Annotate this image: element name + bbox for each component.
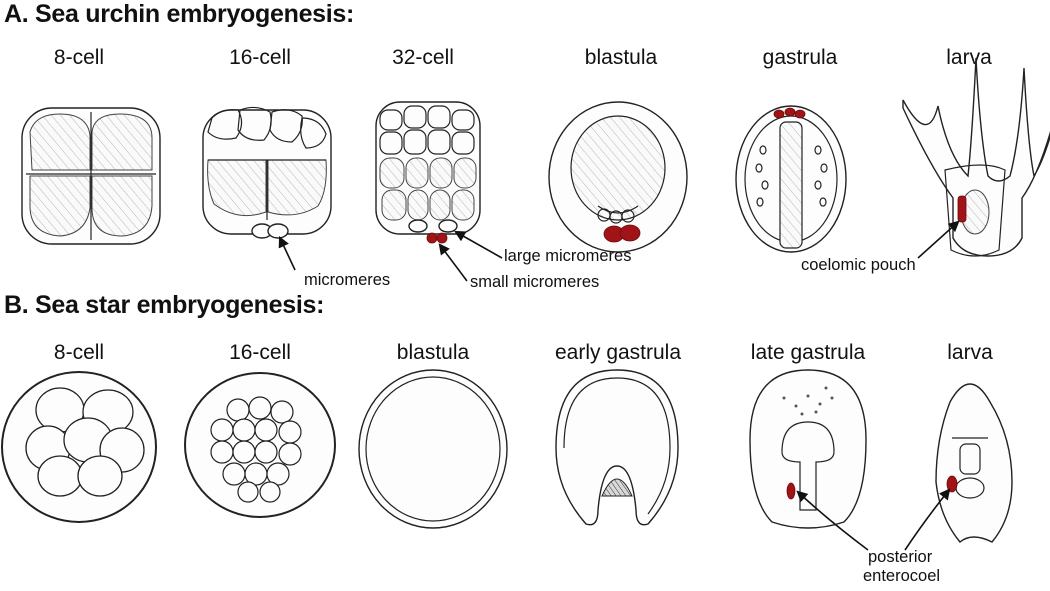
label-large-micromeres: large micromeres	[504, 247, 632, 265]
section-a-title: A. Sea urchin embryogenesis:	[4, 0, 355, 28]
micromeres-arrow	[278, 235, 296, 271]
urchin-blastula-drawing	[548, 101, 688, 253]
stage-label-b-8cell: 8-cell	[53, 341, 105, 364]
large-micromeres-arrow	[454, 230, 503, 259]
label-enterocoel: enterocoel	[863, 567, 941, 585]
section-b-title: B. Sea star embryogenesis:	[4, 291, 325, 319]
star-early-gastrula-drawing	[555, 369, 679, 526]
urchin-gastrula-drawing	[735, 105, 847, 253]
urchin-32cell-drawing	[375, 101, 481, 244]
urchin-larva-drawing	[902, 57, 1050, 257]
label-small-micromeres: small micromeres	[470, 273, 600, 291]
stage-label-b-early-gastrula: early gastrula	[554, 341, 682, 364]
small-micromeres-arrow	[438, 243, 468, 282]
stage-label-a-larva: larva	[946, 46, 992, 69]
star-16cell-drawing	[184, 372, 336, 518]
stage-label-a-gastrula: gastrula	[762, 46, 838, 69]
posterior-enterocoel-arrow-1	[796, 490, 869, 551]
star-late-gastrula-drawing	[749, 369, 867, 529]
stage-label-b-late-gastrula: late gastrula	[750, 341, 866, 364]
label-micromeres: micromeres	[304, 271, 391, 289]
stage-label-a-32cell: 32-cell	[392, 46, 454, 69]
star-blastula-drawing	[358, 369, 508, 529]
star-8cell-drawing	[1, 371, 157, 523]
coelomic-pouch-arrow	[917, 220, 960, 259]
posterior-enterocoel-arrow-2	[904, 488, 951, 551]
stage-label-b-16cell: 16-cell	[229, 341, 291, 364]
urchin-16cell-drawing	[202, 106, 332, 239]
stage-label-a-16cell: 16-cell	[229, 46, 291, 69]
stage-label-a-8cell: 8-cell	[53, 46, 105, 69]
stage-label-b-larva: larva	[947, 341, 993, 364]
stage-label-b-blastula: blastula	[396, 341, 470, 364]
label-posterior: posterior	[868, 548, 933, 566]
label-coelomic-pouch: coelomic pouch	[801, 256, 916, 274]
stage-label-a-blastula: blastula	[584, 46, 658, 69]
star-larva-drawing	[935, 383, 1013, 543]
urchin-8cell-drawing	[21, 107, 161, 245]
